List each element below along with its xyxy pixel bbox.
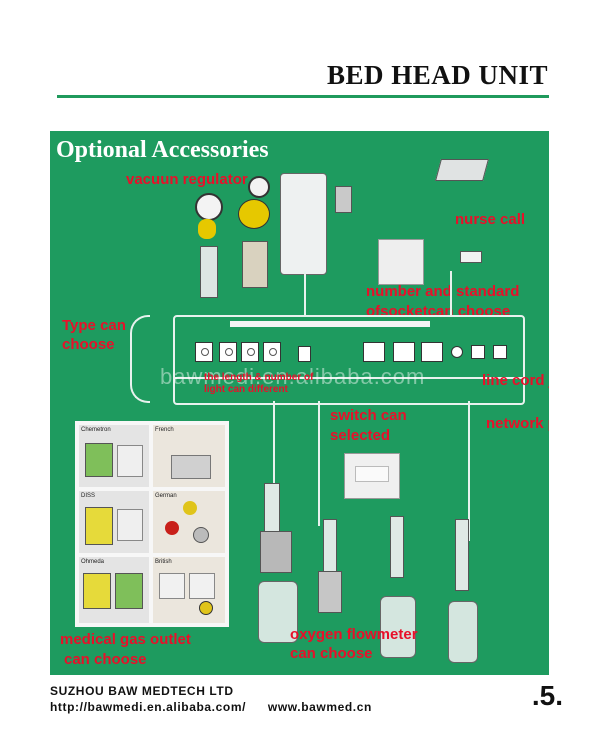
socket-label-line1: number and standard bbox=[366, 283, 520, 300]
network-port-2 bbox=[493, 345, 507, 359]
connector-line bbox=[273, 401, 275, 501]
page-number: .5. bbox=[531, 680, 563, 711]
gas-outlet-1 bbox=[195, 342, 213, 362]
gas-outlet-label-line2: can choose bbox=[64, 651, 147, 668]
network-port-label: network port bbox=[486, 415, 549, 432]
website-url: www.bawmed.cn bbox=[267, 700, 372, 714]
switch-label-line1: switch can bbox=[330, 407, 407, 424]
bed-head-unit-diagram bbox=[173, 315, 525, 405]
german-tile: German bbox=[153, 491, 225, 553]
light-label-line2: light can different bbox=[204, 384, 288, 395]
power-outlet-3 bbox=[421, 342, 443, 362]
nurse-call-label: nurse call bbox=[455, 211, 526, 228]
connector-line bbox=[468, 401, 470, 541]
oxygen-flowmeter-label-line1: oxygen flowmeter bbox=[290, 626, 418, 643]
power-socket-image bbox=[378, 239, 424, 285]
footer-urls: http://bawmedi.en.alibaba.com/ www.bawme… bbox=[50, 700, 372, 714]
page-title: BED HEAD UNIT bbox=[326, 60, 548, 90]
french-tile: French bbox=[153, 425, 225, 487]
gas-outlet-4 bbox=[263, 342, 281, 362]
vacuum-regulator-label: vacuun regulator bbox=[126, 171, 248, 188]
gas-outlet-standards-grid: Chemetron French DISS German Ohmeda Brit… bbox=[75, 421, 229, 627]
gas-outlet-label-line1: medical gas outlet bbox=[60, 631, 191, 648]
gas-outlet-2 bbox=[219, 342, 237, 362]
light-strip bbox=[230, 321, 430, 327]
type-label-line1: Type can bbox=[62, 317, 126, 334]
light-switch bbox=[298, 346, 311, 362]
oxygen-flowmeter-label-line2: can choose bbox=[290, 645, 373, 662]
connector-line bbox=[304, 271, 306, 315]
watermark: bawmedi.en.alibaba.com bbox=[160, 364, 426, 389]
accessories-panel: Optional Accessories vacuun regulator nu… bbox=[50, 131, 549, 675]
diss-tile: DISS bbox=[79, 491, 149, 553]
line-cord-jack-label: line cord jack bbox=[482, 372, 549, 389]
gas-outlet-3 bbox=[241, 342, 259, 362]
company-name: SUZHOU BAW MEDTECH LTD bbox=[50, 684, 234, 698]
light-label-line1: the length & number of bbox=[204, 372, 314, 383]
wall-switch-image bbox=[344, 453, 400, 499]
power-outlet-1 bbox=[363, 342, 385, 362]
network-port-1 bbox=[471, 345, 485, 359]
ohmeda-tile: Ohmeda bbox=[79, 557, 149, 623]
power-outlet-2 bbox=[393, 342, 415, 362]
connector-line bbox=[450, 271, 452, 315]
unit-divider bbox=[175, 377, 523, 379]
chemetron-tile: Chemetron bbox=[79, 425, 149, 487]
connector-line bbox=[318, 401, 320, 526]
cord-jack bbox=[451, 346, 463, 358]
title-divider bbox=[57, 95, 549, 98]
british-tile: British bbox=[153, 557, 225, 623]
alibaba-url: http://bawmedi.en.alibaba.com/ bbox=[50, 700, 247, 714]
unit-profile-bracket bbox=[130, 315, 150, 403]
accessories-heading: Optional Accessories bbox=[56, 137, 269, 163]
type-label-line2: choose bbox=[62, 336, 115, 353]
switch-label-line2: selected bbox=[330, 427, 391, 444]
